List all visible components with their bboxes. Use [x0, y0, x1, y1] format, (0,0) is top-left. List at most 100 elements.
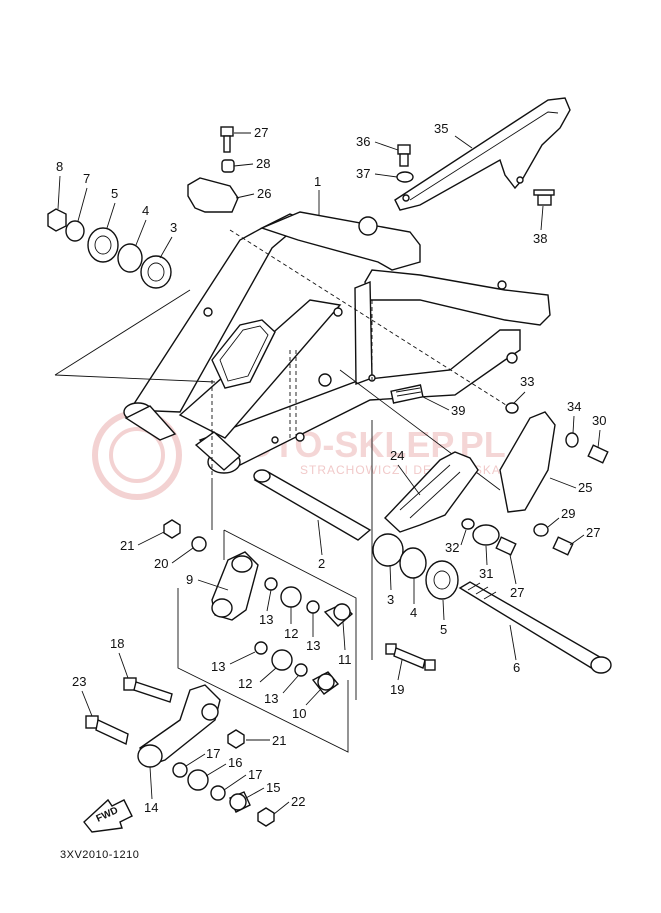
bolt-38 [533, 189, 555, 206]
label-2: 2 [318, 556, 325, 571]
part-29 [533, 523, 549, 537]
label-39: 39 [451, 403, 465, 418]
label-4-lower: 4 [410, 605, 417, 620]
washer-37 [396, 171, 414, 183]
washer-20 [191, 536, 207, 552]
label-12-upper: 12 [284, 626, 298, 641]
bolt-27-mid [495, 536, 517, 556]
nut-22 [257, 807, 275, 827]
washer-34 [565, 432, 579, 448]
label-5-upper: 5 [111, 186, 118, 201]
link-frame-lower [177, 588, 349, 753]
label-29: 29 [561, 506, 575, 521]
connecting-rod-14 [137, 684, 221, 768]
bolt-19 [385, 643, 436, 671]
label-17-b: 17 [248, 767, 262, 782]
seal-17-b [210, 785, 226, 801]
bolt-27-top [220, 126, 234, 153]
swingarm [123, 211, 551, 474]
label-33: 33 [520, 374, 534, 389]
label-14: 14 [144, 800, 158, 815]
collar-10 [311, 671, 340, 695]
label-30: 30 [592, 413, 606, 428]
label-23: 23 [72, 674, 86, 689]
label-4-upper: 4 [142, 203, 149, 218]
hidden-lines [211, 229, 507, 480]
label-13-d: 13 [264, 691, 278, 706]
seal-13-a [264, 577, 278, 591]
label-11: 11 [338, 652, 352, 667]
label-17-a: 17 [206, 746, 220, 761]
label-20: 20 [154, 556, 168, 571]
seal-13-c [254, 641, 268, 655]
label-36: 36 [356, 134, 370, 149]
label-21-lower: 21 [272, 733, 286, 748]
seal-13-d [294, 663, 308, 677]
bolt-27-right [552, 536, 574, 556]
fwd-arrow-icon: FWD [83, 798, 133, 833]
label-34: 34 [567, 399, 581, 414]
bolt-23 [85, 715, 129, 746]
collar-11 [323, 603, 354, 627]
chain-puller-24 [384, 451, 479, 533]
label-32: 32 [445, 540, 459, 555]
bolt-36 [397, 144, 411, 167]
label-3-upper: 3 [170, 220, 177, 235]
label-27-mid: 27 [510, 585, 524, 600]
label-13-b: 13 [306, 638, 320, 653]
pivot-stack-left [47, 208, 172, 289]
label-18: 18 [110, 636, 124, 651]
label-24: 24 [390, 448, 404, 463]
label-37: 37 [356, 166, 370, 181]
nut-21-lower [227, 729, 245, 749]
label-10: 10 [292, 706, 306, 721]
label-21-upper: 21 [120, 538, 134, 553]
bushing-12-b [271, 649, 293, 671]
label-13-c: 13 [211, 659, 225, 674]
bolt-30 [587, 444, 609, 464]
bushing-12-a [280, 586, 302, 608]
label-26: 26 [257, 186, 271, 201]
part-32 [461, 518, 475, 530]
label-22: 22 [291, 794, 305, 809]
label-25: 25 [578, 480, 592, 495]
collar-28 [221, 159, 235, 173]
label-9: 9 [186, 572, 193, 587]
label-5-lower: 5 [440, 622, 447, 637]
label-6: 6 [513, 660, 520, 675]
washer-31 [472, 524, 500, 546]
label-15: 15 [266, 780, 280, 795]
label-38: 38 [533, 231, 547, 246]
pivot-shaft-2 [253, 469, 372, 541]
label-16: 16 [228, 755, 242, 770]
label-1: 1 [314, 174, 321, 189]
label-19: 19 [390, 682, 404, 697]
label-8: 8 [56, 159, 63, 174]
nut-21-upper [163, 519, 181, 539]
label-35: 35 [434, 121, 448, 136]
relay-arm-9 [211, 551, 259, 621]
label-3-lower: 3 [387, 592, 394, 607]
label-31: 31 [479, 566, 493, 581]
plate-25 [499, 411, 556, 513]
label-28: 28 [256, 156, 270, 171]
drawing-code: 3XV2010-1210 [60, 849, 139, 861]
label-7: 7 [83, 171, 90, 186]
label-27-right: 27 [586, 525, 600, 540]
seal-13-b [306, 600, 320, 614]
axle-6 [458, 581, 612, 674]
callouts: 1 2 3 3 4 4 5 5 6 7 8 9 10 11 12 12 13 [56, 121, 606, 815]
collar-15 [229, 791, 251, 813]
bushing-16 [187, 769, 209, 791]
pivot-stack-right [372, 533, 459, 600]
part-33 [505, 402, 519, 414]
leader-lines-left [54, 289, 216, 383]
chain-case [394, 97, 571, 211]
label-27-top: 27 [254, 125, 268, 140]
label-13-a: 13 [259, 612, 273, 627]
bolt-18 [123, 677, 173, 703]
guide-26 [187, 177, 239, 213]
link-frame-upper [223, 529, 357, 700]
seal-17-a [172, 762, 188, 778]
